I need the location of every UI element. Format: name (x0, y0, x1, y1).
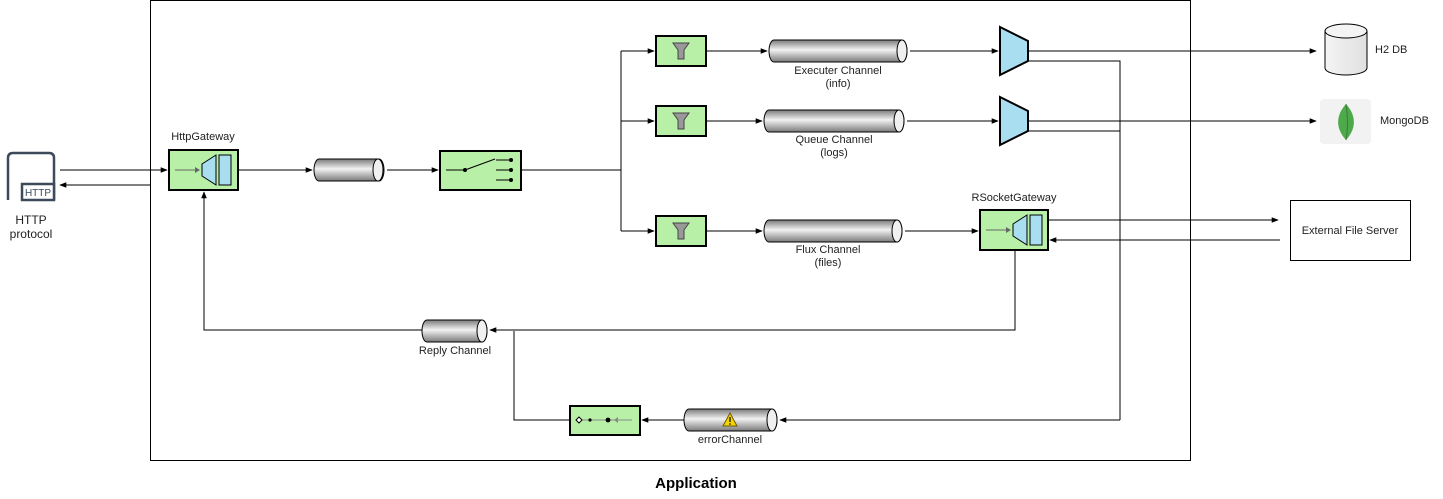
http-badge-text: HTTP (25, 188, 51, 199)
input-channel-pipe (313, 158, 385, 182)
http-gateway-label: HttpGateway (171, 131, 235, 143)
flux-channel-label: Flux Channel (796, 244, 861, 256)
executer-channel-sublabel: (info) (825, 78, 850, 90)
http-protocol-label-line2: protocol (10, 227, 53, 241)
error-channel-label: errorChannel (698, 434, 762, 446)
flux-channel-sublabel: (files) (815, 257, 842, 269)
external-file-server-label: External File Server (1302, 225, 1399, 237)
edge-router-branch (521, 51, 622, 171)
rsocket-gateway (979, 209, 1049, 251)
queue-channel-label: Queue Channel (795, 134, 872, 146)
queue-channel-sublabel: (logs) (820, 147, 848, 159)
rsocket-gateway-label: RSocketGateway (972, 192, 1057, 204)
database-icon (1324, 23, 1368, 76)
application-frame (150, 0, 1191, 461)
reply-channel-label: Reply Channel (419, 345, 491, 357)
h2db-label: H2 DB (1375, 44, 1407, 56)
router (439, 150, 522, 191)
http-protocol-label: HTTP (15, 213, 46, 227)
executer-channel-pipe (768, 39, 908, 63)
mongo-outbound-adapter (999, 95, 1029, 147)
adapter-icon (1012, 214, 1028, 246)
filter-logs (655, 105, 707, 137)
edge-error-handler-to-reply (513, 331, 570, 421)
filter-icon (672, 222, 690, 240)
executer-channel-label: Executer Channel (794, 65, 881, 77)
error-handler-icon (575, 416, 632, 424)
filter-icon (672, 112, 690, 130)
filter-icon (672, 42, 690, 60)
error-channel-pipe (683, 408, 778, 432)
edge-rsocket-to-reply (489, 250, 1016, 333)
router-icon (446, 158, 513, 182)
http-icon (6, 151, 56, 202)
filter-files (655, 215, 707, 247)
queue-channel-pipe (763, 109, 905, 133)
mongodb-leaf-icon (1320, 99, 1371, 144)
edge-error-path (1028, 60, 1121, 420)
edge-reply-to-http-gateway (201, 191, 422, 331)
http-gateway (168, 149, 239, 191)
reply-channel-pipe (421, 319, 488, 343)
flux-channel-pipe (763, 219, 903, 243)
application-title: Application (655, 475, 737, 492)
error-handler (569, 405, 641, 436)
adapter-icon (201, 154, 217, 186)
external-file-server (1290, 200, 1411, 261)
h2-outbound-adapter (999, 25, 1029, 77)
filter-info (655, 35, 707, 67)
mongodb-label: MongoDB (1380, 115, 1429, 127)
